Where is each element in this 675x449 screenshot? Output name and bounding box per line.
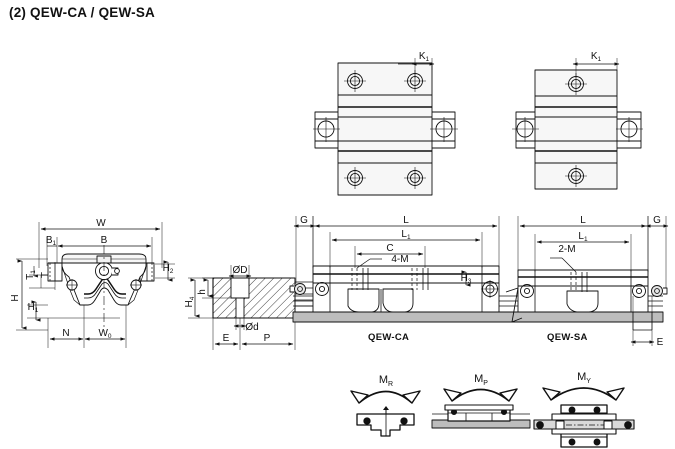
dimension-h-small bbox=[202, 277, 232, 299]
label-e-rail: E bbox=[223, 333, 230, 344]
mounting-hole bbox=[344, 70, 366, 92]
label-h: H bbox=[10, 294, 21, 301]
label-g-sa: G bbox=[653, 215, 661, 226]
dimension-h3-ca bbox=[461, 270, 499, 287]
label-l-sa: L bbox=[580, 215, 586, 226]
dimension-g-ca bbox=[293, 216, 316, 284]
dimension-od bbox=[228, 265, 252, 280]
dimension-h1 bbox=[27, 300, 120, 322]
label-n: N bbox=[62, 328, 69, 339]
label-l1-sa: L1 bbox=[578, 231, 588, 243]
label-h1: H1 bbox=[28, 302, 39, 314]
label-2m: 2-M bbox=[558, 244, 575, 255]
label-b: B bbox=[101, 235, 108, 246]
label-4m: 4-M bbox=[391, 254, 408, 265]
label-e-sa: E bbox=[657, 337, 664, 348]
ball-circle bbox=[66, 279, 78, 291]
endcap-screw bbox=[632, 284, 646, 298]
label-moment-roll: MR bbox=[379, 374, 393, 388]
view-block-cross-section: W B1 B H bbox=[10, 218, 175, 348]
caption-qew-ca: QEW-CA bbox=[368, 332, 410, 343]
label-b1: B1 bbox=[46, 235, 57, 247]
view-top-qew-ca: K1 bbox=[313, 51, 458, 196]
label-c-ca: C bbox=[386, 243, 393, 254]
grease-nipple bbox=[430, 117, 458, 142]
page-title: (2) QEW-CA / QEW-SA bbox=[9, 5, 155, 20]
dimension-h2 bbox=[155, 260, 175, 282]
grease-port bbox=[95, 255, 120, 280]
caption-qew-sa: QEW-SA bbox=[547, 332, 588, 343]
dimension-n-w0 bbox=[47, 305, 127, 348]
endcap-screw bbox=[520, 284, 534, 298]
moment-yaw-diagram bbox=[533, 387, 635, 448]
label-od-small: Ød bbox=[245, 322, 258, 333]
mounting-hole bbox=[344, 167, 366, 189]
dimension-g-sa bbox=[645, 216, 669, 288]
label-moment-yaw: MY bbox=[577, 371, 591, 385]
dimension-h bbox=[16, 258, 48, 331]
dimension-b bbox=[46, 237, 153, 266]
grease-nipple bbox=[512, 117, 539, 142]
view-top-qew-sa: K1 bbox=[512, 51, 643, 190]
dimension-k1-ca bbox=[398, 58, 435, 78]
label-moment-pitch: MP bbox=[474, 373, 488, 387]
label-l1-ca: L1 bbox=[401, 229, 411, 241]
moment-pitch-diagram bbox=[431, 388, 531, 429]
label-t1: T1 bbox=[25, 270, 37, 280]
grease-nipple bbox=[313, 117, 340, 142]
dimension-c-ca bbox=[354, 246, 426, 268]
label-p-rail: P bbox=[264, 333, 271, 344]
thread-holes-sa bbox=[570, 272, 588, 292]
label-h4: H4 bbox=[184, 296, 196, 307]
label-w0: W0 bbox=[98, 328, 111, 340]
dimension-w bbox=[38, 222, 163, 268]
view-side-qew-ca: 4-M L L1 bbox=[289, 215, 664, 323]
dimension-l1-sa bbox=[534, 234, 632, 272]
dimension-e-sa bbox=[630, 296, 655, 346]
dimension-k1-sa bbox=[572, 58, 620, 78]
moment-roll-diagram bbox=[350, 390, 421, 437]
label-w: W bbox=[96, 218, 106, 229]
endcap-screw bbox=[481, 280, 499, 298]
label-h2: H2 bbox=[163, 263, 174, 275]
label-l-ca: L bbox=[403, 215, 409, 226]
grease-fitting-ca bbox=[289, 283, 306, 295]
mounting-hole bbox=[404, 167, 426, 189]
grease-nipple bbox=[616, 117, 643, 142]
label-k1-sa: K1 bbox=[591, 51, 602, 63]
dimension-e-p-rail bbox=[212, 318, 296, 350]
dimension-l1-ca bbox=[329, 232, 483, 268]
endcap-screw bbox=[315, 282, 329, 296]
label-od: ØD bbox=[233, 265, 248, 276]
grease-fitting-sa bbox=[651, 285, 668, 297]
label-h-small: h bbox=[197, 289, 208, 295]
view-side-qew-sa: 2-M L L1 bbox=[517, 215, 669, 348]
ball-circle bbox=[130, 279, 142, 291]
thread-holes-ca bbox=[351, 268, 429, 290]
label-g-ca: G bbox=[300, 215, 308, 226]
label-k1-ca: K1 bbox=[419, 51, 430, 63]
label-t: T bbox=[40, 272, 51, 278]
mounting-hole bbox=[565, 165, 587, 187]
label-h3-ca: H3 bbox=[461, 273, 472, 285]
